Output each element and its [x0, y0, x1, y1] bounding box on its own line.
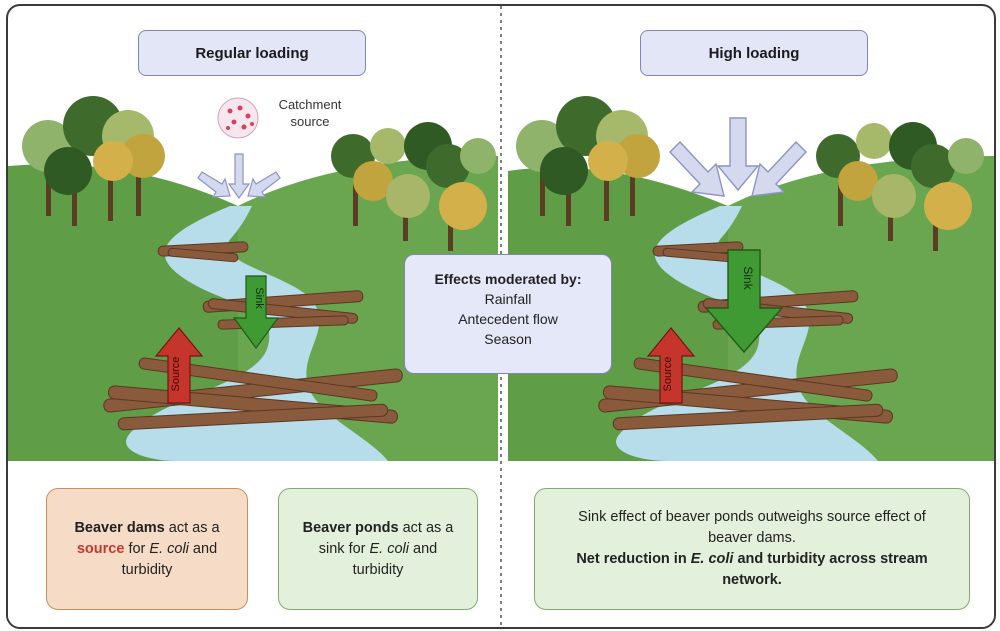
regular-loading-title: Regular loading — [138, 30, 366, 76]
dams-mid: act as a — [164, 519, 220, 536]
effects-title: Effects moderated by: — [434, 271, 582, 287]
net-reduction-box: Sink effect of beaver ponds outweighs so… — [534, 488, 970, 610]
dams-source-word: source — [76, 540, 125, 557]
beaver-ponds-box: Beaver ponds act as a sink for E. coli a… — [278, 488, 478, 610]
high-loading-title: High loading — [640, 30, 868, 76]
right-landscape: Sink Source — [508, 96, 994, 462]
dams-for: for — [124, 540, 150, 557]
dams-ecoli: E. coli — [149, 540, 189, 557]
ponds-bold: Beaver ponds — [302, 519, 399, 536]
effect-season: Season — [484, 331, 532, 347]
right-sink-arrow: Sink — [704, 249, 784, 354]
left-trees-east — [331, 122, 496, 251]
ponds-end: and turbidity — [352, 540, 438, 578]
figure-frame: Sink Source — [6, 4, 996, 629]
left-sink-arrow: Sink — [232, 275, 280, 350]
net-bold-1: Net reduction in — [576, 551, 691, 567]
effect-rainfall: Rainfall — [484, 291, 532, 307]
effect-antecedent-flow: Antecedent flow — [458, 311, 558, 327]
left-trees-west — [22, 96, 165, 226]
left-sink-label: Sink — [253, 287, 265, 309]
right-inflow-arrows — [669, 117, 807, 197]
left-source-arrow: Source — [154, 327, 204, 404]
left-landscape: Sink Source — [8, 96, 498, 462]
left-inflow-arrows — [197, 153, 281, 200]
dams-bold: Beaver dams — [74, 519, 165, 536]
left-source-label: Source — [170, 357, 182, 392]
net-line-1: Sink effect of beaver ponds outweighs so… — [578, 509, 926, 546]
catchment-source-icon — [217, 97, 259, 139]
net-bold-2: and turbidity across stream network. — [722, 551, 928, 588]
effects-moderated-box: Effects moderated by: Rainfall Anteceden… — [404, 254, 612, 374]
dams-end: and turbidity — [121, 540, 218, 578]
right-trees-west — [516, 96, 660, 226]
beaver-dams-box: Beaver dams act as a source for E. coli … — [46, 488, 248, 610]
right-source-arrow: Source — [646, 327, 696, 404]
right-sink-label: Sink — [741, 266, 755, 290]
catchment-line-2: source — [290, 114, 330, 129]
right-source-label: Source — [662, 357, 674, 392]
ponds-mid: act as a sink for — [318, 519, 454, 557]
ponds-ecoli: E. coli — [369, 540, 410, 557]
catchment-source-label: Catchment source — [270, 96, 350, 130]
net-ecoli: E. coli — [690, 551, 734, 567]
catchment-line-1: Catchment — [278, 97, 342, 112]
right-trees-east — [816, 122, 984, 251]
